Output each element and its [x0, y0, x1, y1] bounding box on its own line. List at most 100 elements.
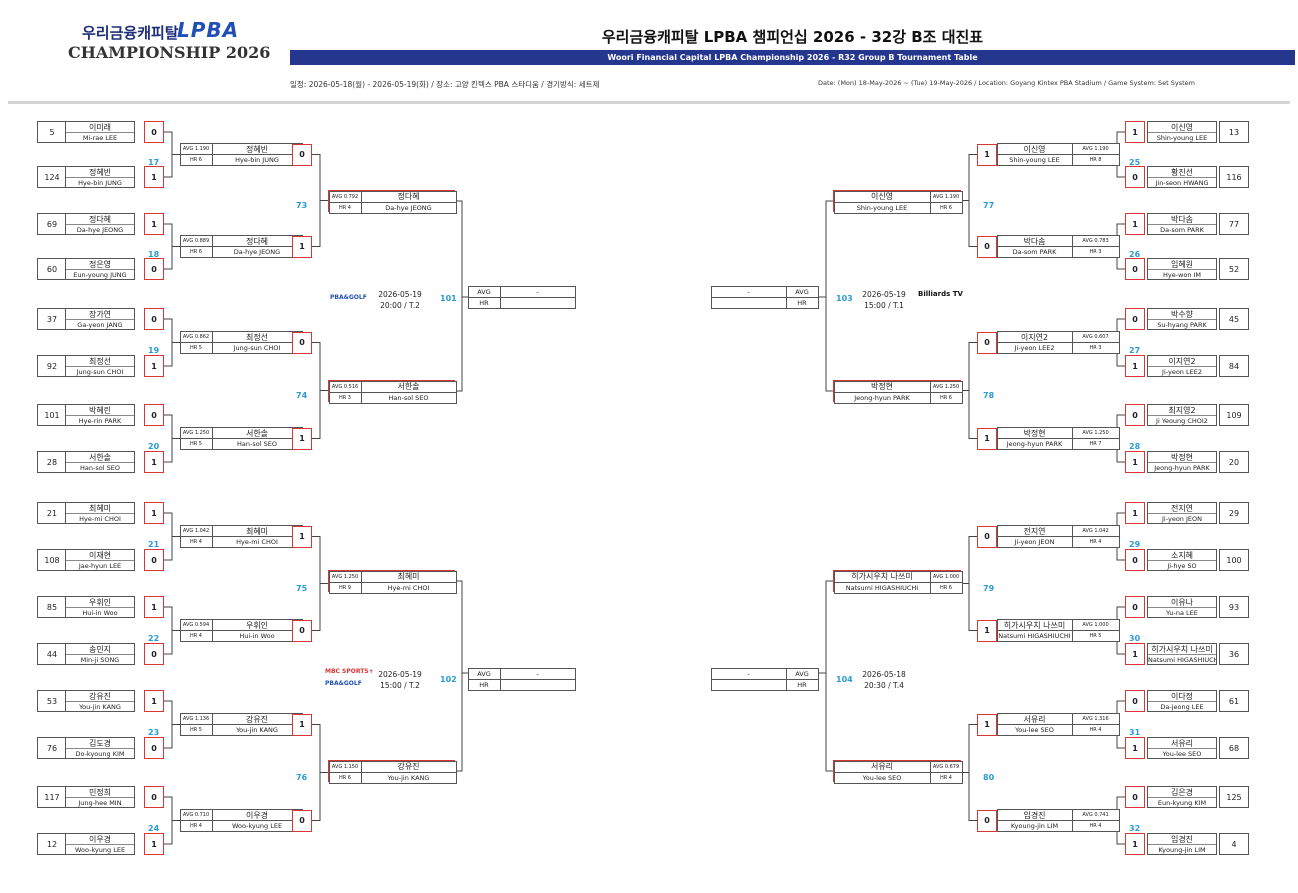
score-value: 0	[299, 150, 305, 159]
seed-number: 37	[46, 314, 58, 324]
player-score: 0	[1125, 786, 1145, 808]
seed-number: 109	[1226, 410, 1242, 420]
player-name-en: Natsumi HIGASHIUCHI	[996, 630, 1073, 642]
score-value: 0	[299, 626, 305, 635]
score-value: 0	[1132, 172, 1138, 182]
player-seed: 69	[37, 213, 67, 235]
seed-number: 101	[44, 410, 60, 420]
logo-lpba: LPBA	[177, 18, 240, 42]
match-number: 102	[440, 675, 457, 684]
match-number-text: 25	[1129, 157, 1141, 167]
player-name-en: Mi-rae LEE	[82, 134, 118, 142]
schedule-date: 2026-05-19	[862, 290, 906, 299]
player-name-en: Da-hye JEONG	[360, 201, 457, 214]
player-name-en: Eun-kyung KIM	[1157, 799, 1207, 807]
player-name-en: You-lee SEO	[996, 724, 1073, 736]
seed-number: 60	[46, 264, 58, 274]
hr-cell: HR 3	[1071, 342, 1120, 354]
player-name-en: Da-hye JEONG	[211, 246, 303, 258]
score-value: 0	[151, 792, 157, 802]
player-name-en: You-lee SEO	[1162, 750, 1202, 758]
match-number-text: 77	[983, 200, 995, 210]
player-seed: 61	[1219, 690, 1249, 712]
player-name-en: Jin-seon HWANG	[1155, 179, 1209, 187]
player-score: 1	[144, 213, 164, 235]
qf-box-101[interactable]: AVG-HR	[467, 285, 576, 309]
score-value: 0	[151, 314, 157, 324]
score-value: 0	[299, 338, 305, 347]
player-name-ko: 우휘인	[66, 597, 134, 608]
match-number-text: 21	[148, 539, 160, 549]
pba-golf-logo: PBA&GOLF	[325, 680, 362, 687]
qf-box-102[interactable]: AVG-HR	[467, 667, 576, 691]
match-number: 20	[148, 442, 159, 451]
player-score: 0	[292, 143, 312, 166]
score-value: 1	[984, 434, 990, 443]
bracket-connector	[968, 342, 977, 439]
player-seed: 29	[1219, 502, 1249, 524]
player-name-en: Hui-in Woo	[211, 630, 303, 642]
player-name-en: You-jin KANG	[360, 771, 457, 784]
schedule-time: 20:00 / T.2	[380, 301, 420, 310]
